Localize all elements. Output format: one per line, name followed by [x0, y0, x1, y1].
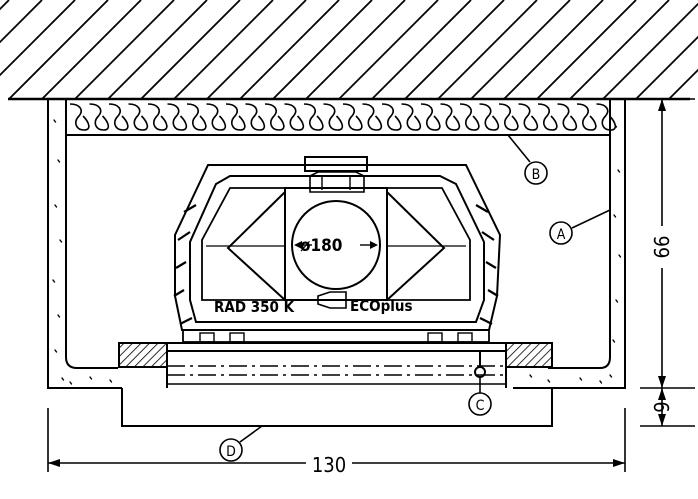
- callout-b-label: B: [532, 167, 541, 183]
- dimension-height-main: 66: [650, 236, 674, 259]
- dimension-lines: [47, 98, 695, 472]
- callout-a-label: A: [557, 227, 566, 243]
- brand-label: ECOplus: [350, 297, 413, 315]
- ceiling-slab: [0, 0, 698, 101]
- callout-c-label: C: [476, 398, 485, 414]
- callout-d-label: D: [226, 444, 236, 460]
- grille-frame: [118, 342, 553, 388]
- panel-d: [121, 388, 553, 427]
- dimension-height-bottom: 9: [650, 401, 674, 412]
- dimension-width: 130: [312, 453, 346, 477]
- callouts: [219, 134, 611, 462]
- insulation-layer: [66, 103, 617, 136]
- model-label: RAD 350 K: [214, 298, 295, 316]
- concrete-casing: [47, 99, 626, 389]
- duct-diameter-label: ø180: [300, 236, 342, 256]
